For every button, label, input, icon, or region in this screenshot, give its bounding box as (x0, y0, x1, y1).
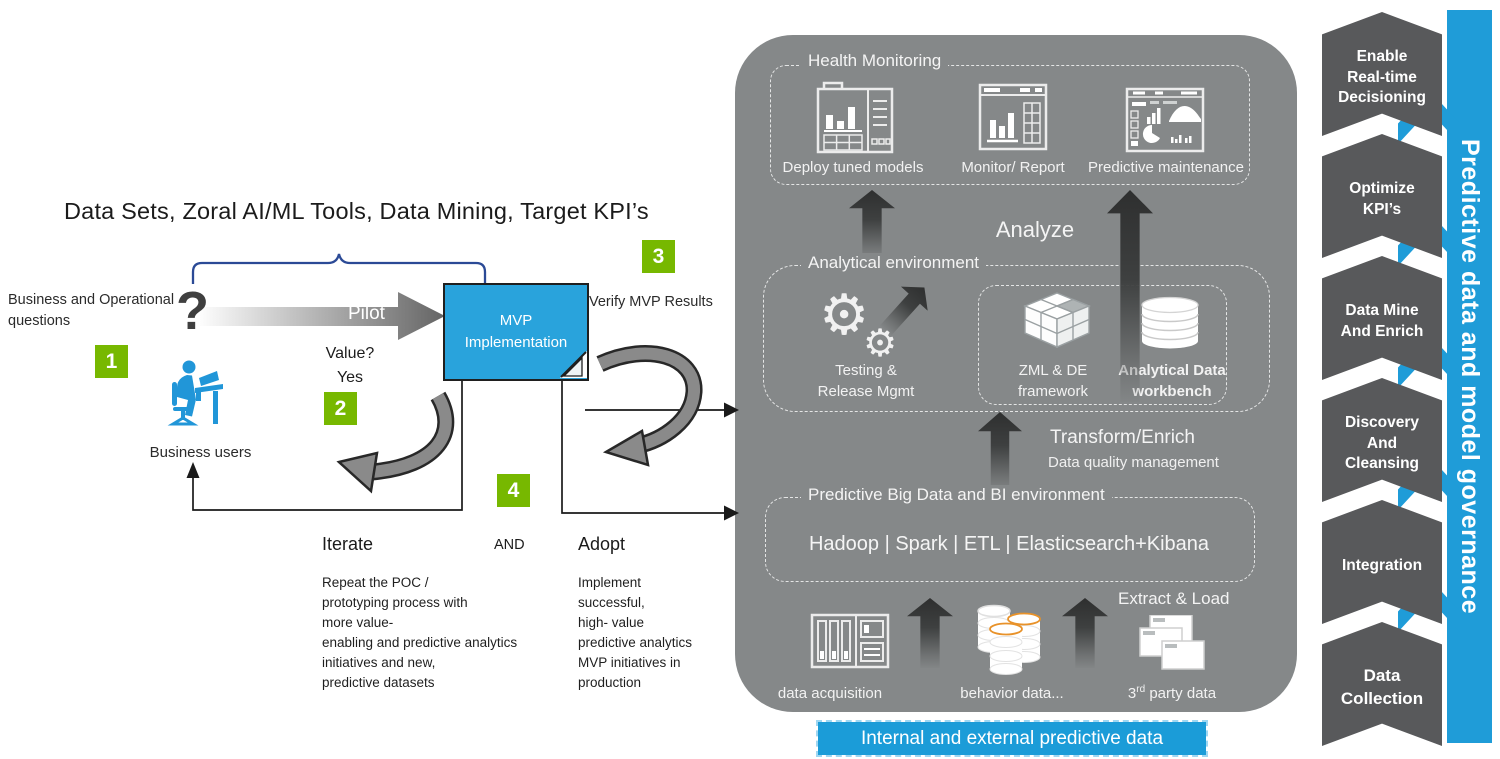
server-rack-icon (810, 613, 890, 669)
health-monitoring-box (770, 65, 1250, 185)
mvp-implementation-box: MVP Implementation (443, 283, 589, 381)
health-item-label: Deploy tuned models (782, 159, 924, 176)
behavior-data-label: behavior data... (960, 685, 1064, 702)
step-badge-1: 1 (95, 345, 128, 378)
third-party-base: 3 (1127, 685, 1137, 702)
question-mark: ? (176, 281, 209, 341)
database-icon (1139, 295, 1201, 351)
and-label: AND (494, 537, 525, 553)
data-acquisition-label: data acquisition (777, 685, 883, 702)
adopt-body: Implement successful, high- value predic… (578, 575, 693, 690)
yes-label: Yes (336, 369, 364, 386)
database-stack-icon (972, 603, 1048, 677)
mvp-folded-corner (560, 351, 587, 378)
health-item-label: Monitor/ Report (961, 159, 1065, 176)
extract-load-label: Extract & Load (1118, 589, 1230, 608)
zml-de-label: ZML & DE framework (1017, 362, 1088, 400)
governance-ribbon-label: Predictive data and model governance (1456, 138, 1484, 615)
iterate-heading: Iterate (322, 534, 374, 554)
main-title: Data Sets, Zoral AI/ML Tools, Data Minin… (64, 198, 649, 224)
analytical-inner-box (978, 285, 1227, 405)
third-party-sup: rd (1136, 684, 1146, 695)
platform-panel: Health Monitoring (735, 35, 1297, 712)
internal-external-data-bar: Internal and external predictive data (816, 720, 1208, 757)
business-questions-label: Business and Operational questions (8, 292, 175, 330)
documents-stack-icon (1136, 615, 1208, 677)
business-user-icon (163, 358, 225, 428)
gears-icon: ⚙ (819, 283, 870, 346)
step-badge-2: 2 (324, 392, 357, 425)
third-party-data-label: 3rd party data (1097, 683, 1247, 704)
value-label: Value? (325, 345, 375, 362)
big-data-title: Predictive Big Data and BI environment (801, 485, 1112, 505)
analyze-label: Analyze (995, 217, 1075, 242)
adopt-heading: Adopt (578, 534, 626, 554)
dashboard-window-icon (816, 81, 894, 155)
verify-mvp-label: Verify MVP Results (589, 294, 713, 310)
analytical-environment-title: Analytical environment (801, 253, 987, 273)
iterate-body: Repeat the POC / prototyping process wit… (322, 575, 518, 690)
analytical-environment-box (763, 265, 1270, 412)
gear-small-icon: ⚙ (863, 323, 898, 365)
step-badge-4: 4 (497, 474, 530, 507)
bar-chart-window-icon (978, 83, 1048, 151)
cube-icon (1020, 291, 1094, 353)
data-quality-label: Data quality management (1048, 454, 1219, 471)
business-users-label: Business users (149, 444, 252, 461)
transform-enrich-label: Transform/Enrich (1050, 427, 1195, 448)
internal-external-data-label: Internal and external predictive data (860, 727, 1164, 749)
pilot-label: Pilot (348, 303, 385, 324)
big-data-stack-label: Hadoop | Spark | ETL | Elasticsearch+Kib… (808, 533, 1210, 555)
step-badge-3: 3 (642, 240, 675, 273)
health-monitoring-title: Health Monitoring (801, 51, 949, 71)
testing-release-label: Testing & Release Mgmt (817, 362, 915, 400)
analytics-dashboard-icon (1125, 81, 1205, 153)
health-item-label: Predictive maintenance (1088, 159, 1244, 176)
third-party-rest: party data (1145, 685, 1217, 702)
